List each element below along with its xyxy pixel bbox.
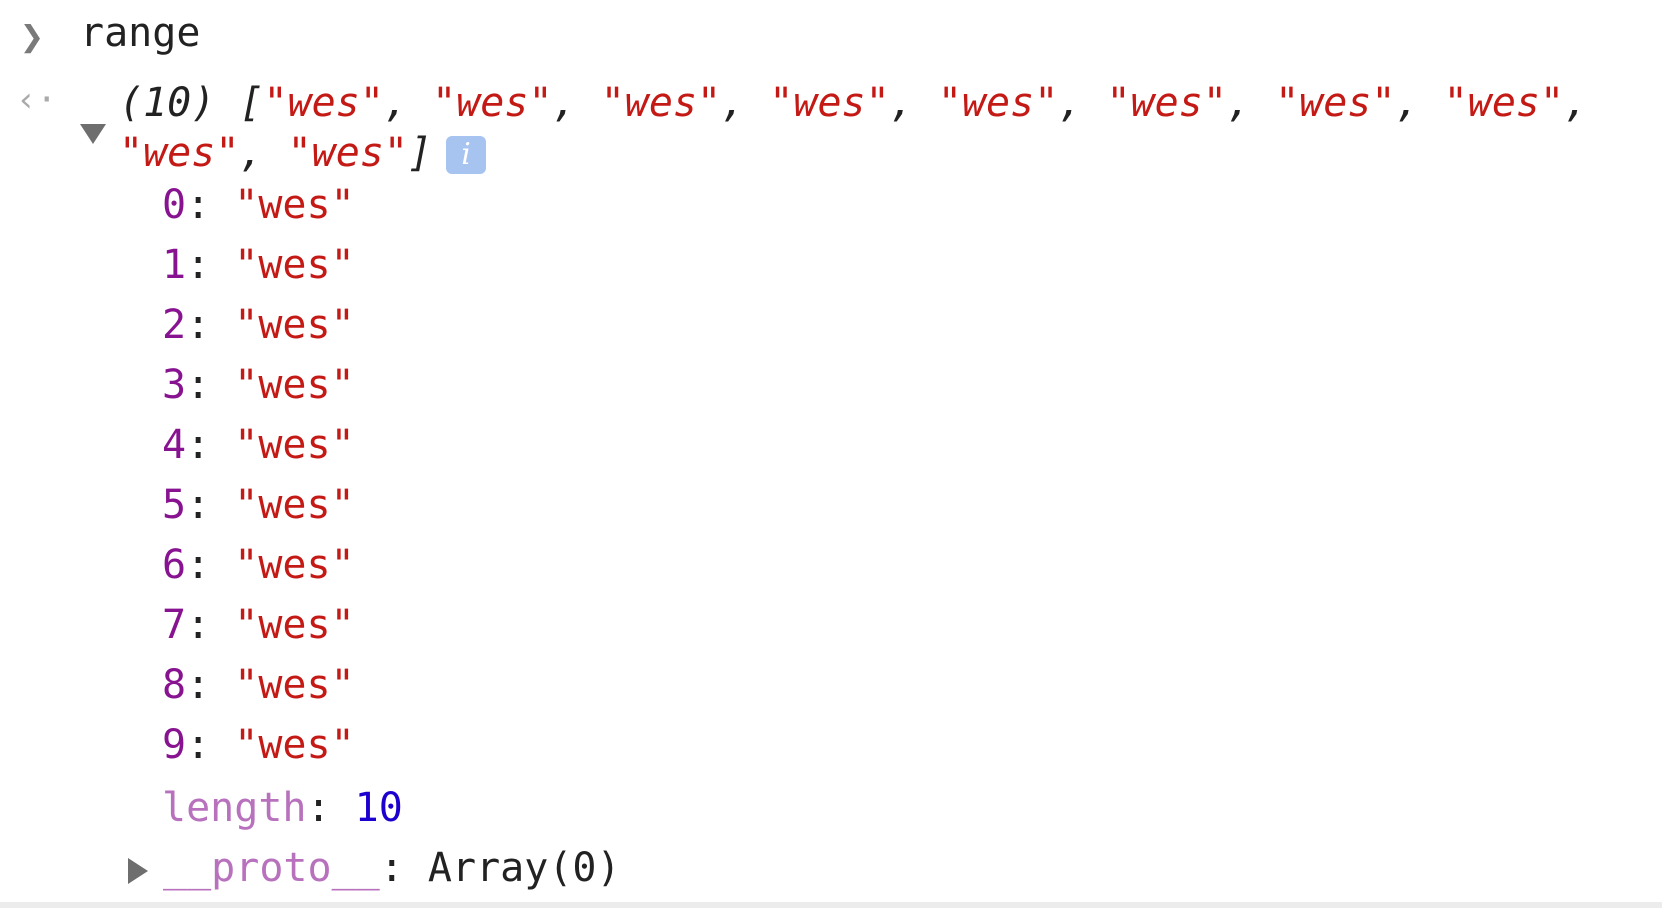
entry-value: "wes"	[234, 602, 355, 648]
expand-triangle-icon[interactable]	[128, 858, 148, 884]
entry-index: 3	[162, 362, 187, 408]
array-entry: 9: "wes"	[162, 722, 355, 768]
entry-index: 4	[162, 422, 187, 468]
array-entry: 4: "wes"	[162, 422, 355, 468]
entry-value: "wes"	[234, 242, 355, 288]
chevron-right-icon: ❯	[20, 14, 45, 60]
preview-item: "wes"	[1443, 80, 1565, 126]
entry-index: 2	[162, 302, 187, 348]
array-count: (10)	[119, 80, 216, 126]
info-icon[interactable]: i	[446, 136, 487, 174]
preview-item: "wes"	[1106, 80, 1227, 126]
length-key: length	[162, 785, 307, 831]
entry-value: "wes"	[234, 182, 355, 228]
array-entry: 8: "wes"	[162, 662, 355, 708]
array-entry: 5: "wes"	[162, 482, 355, 528]
preview-item: "wes"	[287, 130, 409, 176]
preview-item: "wes"	[1275, 80, 1396, 126]
length-property: length: 10	[162, 785, 403, 831]
proto-property[interactable]: __proto__: Array(0)	[163, 845, 621, 891]
entry-index: 5	[162, 482, 187, 528]
array-preview: ["wes", "wes", "wes", "wes", "wes", "wes…	[119, 80, 1589, 176]
array-entry: 0: "wes"	[162, 182, 355, 228]
length-value: 10	[354, 785, 403, 831]
entry-index: 6	[162, 542, 187, 588]
collapse-triangle-icon[interactable]	[80, 124, 106, 144]
preview-item: "wes"	[432, 80, 553, 126]
proto-value: Array(0)	[427, 845, 621, 891]
array-entry: 7: "wes"	[162, 602, 355, 648]
entry-value: "wes"	[234, 422, 355, 468]
preview-item: "wes"	[263, 80, 384, 126]
entry-index: 8	[162, 662, 187, 708]
entry-value: "wes"	[234, 722, 355, 768]
console-bottom-border	[0, 902, 1662, 908]
entry-index: 0	[162, 182, 187, 228]
entry-value: "wes"	[234, 542, 355, 588]
array-entry: 6: "wes"	[162, 542, 355, 588]
entry-index: 7	[162, 602, 187, 648]
console-input-echo: range	[80, 10, 201, 56]
entry-index: 9	[162, 722, 187, 768]
entry-value: "wes"	[234, 302, 355, 348]
entry-index: 1	[162, 242, 187, 288]
array-entry: 3: "wes"	[162, 362, 355, 408]
preview-item: "wes"	[600, 80, 722, 126]
array-entry: 2: "wes"	[162, 302, 355, 348]
preview-item: "wes"	[937, 80, 1059, 126]
entry-value: "wes"	[234, 362, 355, 408]
array-summary[interactable]: (10) ["wes", "wes", "wes", "wes", "wes",…	[119, 78, 1659, 178]
preview-item: "wes"	[769, 80, 890, 126]
proto-key: __proto__	[163, 845, 380, 891]
preview-item: "wes"	[119, 130, 240, 176]
entry-value: "wes"	[234, 482, 355, 528]
entry-value: "wes"	[234, 662, 355, 708]
return-arrow-icon: ‹·	[16, 80, 57, 120]
array-entry: 1: "wes"	[162, 242, 355, 288]
